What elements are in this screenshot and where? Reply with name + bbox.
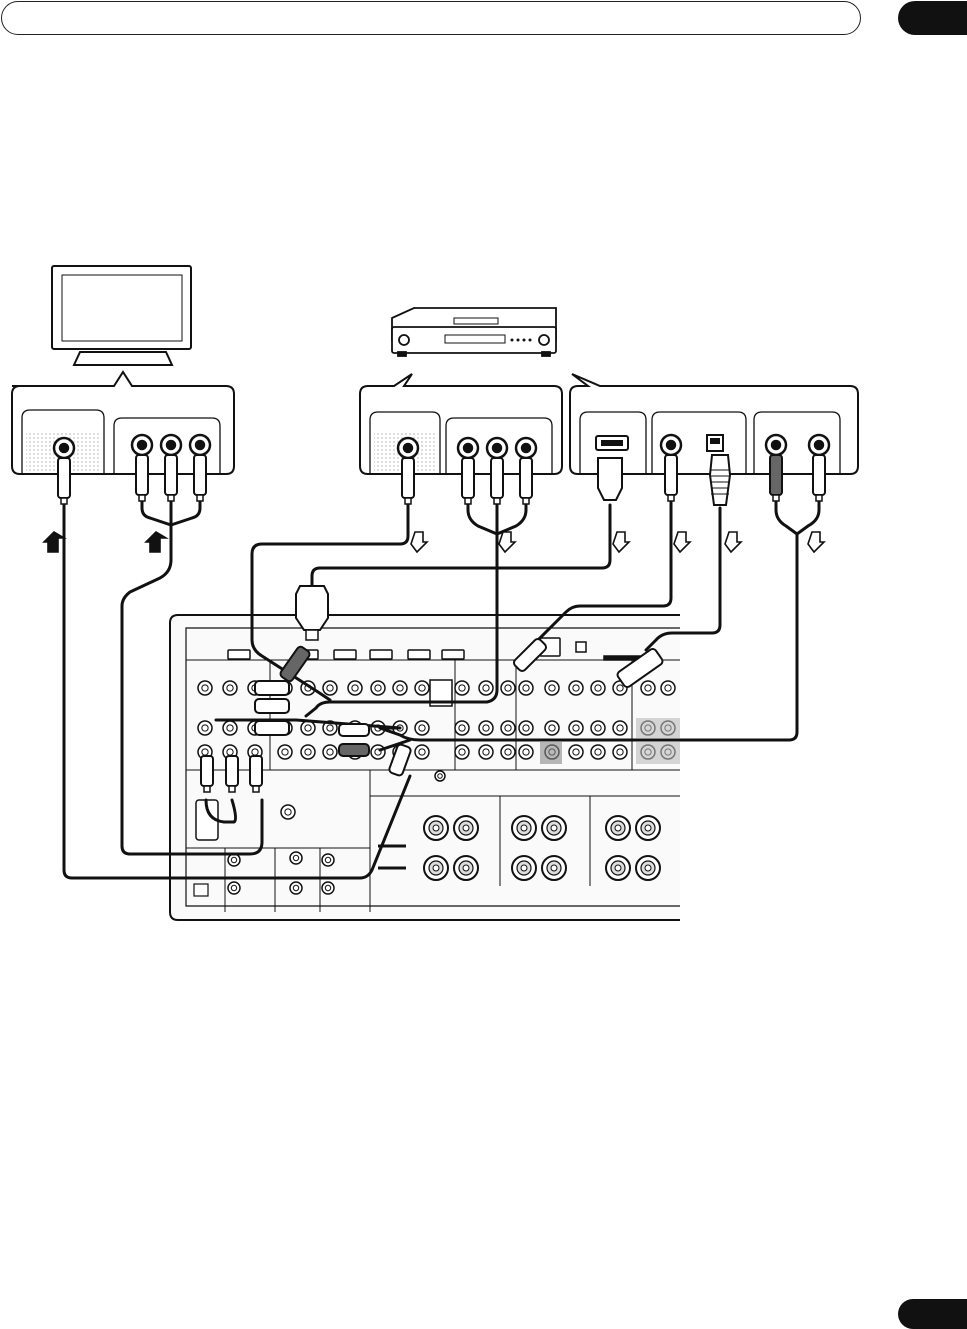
signal-direction-arrow-icon	[725, 532, 741, 552]
rca-jack-icon	[415, 745, 429, 759]
rca-jack-icon	[348, 681, 362, 695]
rca-jack-icon	[323, 745, 337, 759]
speaker-terminal-icon	[542, 856, 566, 880]
speaker-terminal-icon	[606, 856, 630, 880]
rca-jack-icon	[545, 681, 559, 695]
tv-monitor	[52, 266, 191, 365]
rca-jack-icon	[228, 882, 240, 894]
speaker-terminal-icon	[454, 816, 478, 840]
rca-jack-icon	[591, 681, 605, 695]
optical-plug-icon	[710, 455, 730, 505]
rca-plug-icon	[58, 458, 70, 504]
rca-jack-icon	[322, 882, 334, 894]
rca-jack-icon	[455, 721, 469, 735]
rca-jack-icon	[613, 745, 627, 759]
speaker-terminal-icon	[636, 816, 660, 840]
rca-jack-icon	[281, 805, 295, 819]
rca-jack-icon	[371, 681, 385, 695]
rca-jack-icon	[501, 681, 515, 695]
rca-jack-icon	[301, 721, 315, 735]
rca-jack-icon	[479, 745, 493, 759]
rca-jack-icon	[198, 721, 212, 735]
rca-plug-icon	[250, 756, 262, 792]
rca-jack-icon	[301, 745, 315, 759]
speaker-terminal-icon	[424, 816, 448, 840]
rca-jack-icon	[519, 745, 533, 759]
rca-plug-icon	[226, 756, 238, 792]
rca-jack-icon	[591, 745, 605, 759]
signal-direction-arrow-icon	[613, 532, 629, 552]
speaker-terminal-icon	[636, 856, 660, 880]
speaker-terminal-icon	[512, 856, 536, 880]
rca-plug-icon	[339, 724, 369, 736]
rca-jack-icon	[198, 681, 212, 695]
signal-direction-arrow-icon	[146, 532, 166, 552]
speaker-terminal-icon	[512, 816, 536, 840]
rca-jack-icon	[223, 721, 237, 735]
rca-plug-icon	[402, 458, 414, 504]
rca-jack-icon	[290, 882, 302, 894]
rca-plug-icon	[462, 458, 474, 504]
rca-jack-icon	[290, 852, 302, 864]
speaker-terminal-icon	[542, 816, 566, 840]
rca-jack-icon	[661, 681, 675, 695]
rca-plug-icon	[136, 455, 148, 501]
rca-jack-icon	[415, 681, 429, 695]
rca-jack-icon	[278, 745, 292, 759]
rca-plug-icon	[255, 681, 289, 695]
signal-direction-arrows	[44, 532, 824, 552]
signal-direction-arrow-icon	[44, 532, 64, 552]
rca-jack-icon	[641, 681, 655, 695]
rca-jack-icon	[569, 681, 583, 695]
rca-plug-icon	[770, 455, 782, 501]
rca-jack-icon	[569, 745, 583, 759]
speaker-terminal-icon	[424, 856, 448, 880]
rca-jack-icon	[323, 681, 337, 695]
signal-direction-arrow-icon	[499, 532, 515, 552]
signal-direction-arrow-icon	[411, 532, 427, 552]
rca-plug-icon	[520, 458, 532, 504]
rca-jack-icon	[519, 721, 533, 735]
rca-plug-icon	[201, 756, 213, 792]
signal-direction-arrow-icon	[808, 532, 824, 552]
rca-jack-icon	[393, 681, 407, 695]
rca-plug-icon	[165, 455, 177, 501]
rca-jack-icon	[223, 681, 237, 695]
rca-jack-icon	[545, 721, 559, 735]
rca-plug-icon	[665, 455, 677, 501]
rca-jack-icon	[455, 745, 469, 759]
rca-jack-icon	[479, 681, 493, 695]
rca-jack-icon	[371, 745, 385, 759]
rca-plug-icon	[339, 744, 369, 756]
rca-jack-icon	[501, 721, 515, 735]
rca-jack-icon	[501, 745, 515, 759]
rca-jack-icon	[591, 721, 605, 735]
rca-jack-icon	[479, 721, 493, 735]
rca-jack-icon	[569, 721, 583, 735]
rca-plug-icon	[255, 721, 289, 735]
rca-jack-icon	[322, 854, 334, 866]
rca-plug-icon	[194, 455, 206, 501]
rca-jack-icon	[519, 681, 533, 695]
rca-plug-icon	[491, 458, 503, 504]
signal-direction-arrow-icon	[674, 532, 690, 552]
rca-plug-icon	[255, 699, 289, 713]
rca-jack-icon	[455, 681, 469, 695]
rca-jack-icon	[415, 721, 429, 735]
rca-plug-icon	[813, 455, 825, 501]
rca-jack-icon	[228, 854, 240, 866]
rca-jack-icon	[613, 721, 627, 735]
rca-jack-icon	[435, 771, 445, 781]
speaker-terminal-icon	[606, 816, 630, 840]
dvd-player	[392, 308, 556, 356]
hdmi-plug-icon	[598, 458, 622, 500]
speaker-terminal-icon	[454, 856, 478, 880]
